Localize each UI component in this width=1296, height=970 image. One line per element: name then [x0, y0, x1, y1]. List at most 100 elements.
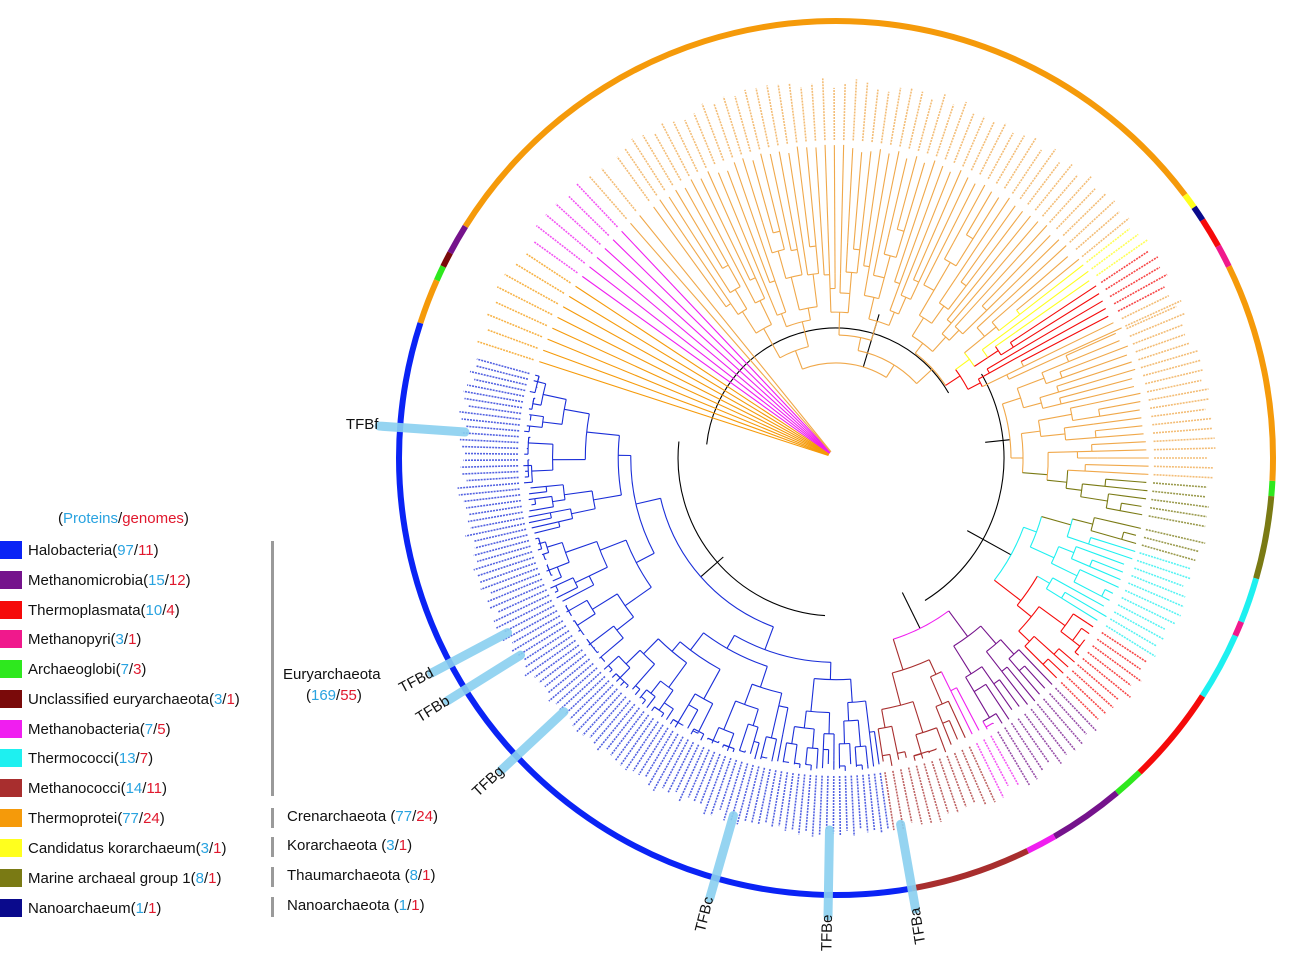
tree-branch	[564, 490, 593, 496]
tree-tip-label	[480, 562, 537, 583]
tree-tip-label	[588, 175, 628, 220]
tree-branch	[1098, 401, 1141, 410]
tree-branch	[735, 700, 759, 710]
tree-tip-label	[568, 195, 610, 237]
tree-branch	[777, 250, 787, 279]
tfb-label: TFBd	[396, 664, 436, 696]
tree-tip-label	[1066, 676, 1107, 715]
tree-branch	[556, 566, 562, 578]
tree-branch	[668, 662, 688, 688]
tree-tip-label	[1034, 163, 1073, 211]
tree-branch	[804, 259, 809, 275]
tree-branch	[589, 566, 608, 577]
outer-ring-segment	[440, 251, 453, 268]
tree-branch	[881, 755, 884, 762]
tfb-label: TFBf	[346, 416, 379, 433]
tree-branch	[803, 710, 807, 729]
tree-tip-label	[970, 121, 995, 171]
tree-branch	[1033, 327, 1122, 369]
tree-tip-label	[523, 630, 570, 661]
tree-branch	[935, 700, 949, 708]
tree-tip-label	[490, 573, 541, 594]
tree-branch	[1104, 479, 1107, 487]
tree-tip-label	[1153, 437, 1215, 443]
tree-branch	[653, 206, 727, 308]
legend-counts: (1/1)	[130, 899, 162, 917]
legend-taxon-name: Unclassified euryarchaeota	[28, 690, 209, 708]
tree-tip-label	[632, 724, 664, 772]
tree-tip-label	[469, 370, 527, 386]
tree-branch	[668, 196, 722, 279]
tree-tip-label	[1055, 188, 1096, 230]
tree-tip-label	[1132, 324, 1183, 345]
tree-branch	[624, 586, 652, 607]
tree-branch	[1060, 613, 1074, 632]
tree-branch	[782, 707, 789, 735]
tfb-label: TFBb	[413, 692, 453, 726]
tree-branch	[584, 413, 590, 460]
tree-branch	[532, 398, 535, 404]
tree-tip-label	[582, 692, 623, 736]
tree-tip-label	[1086, 228, 1131, 263]
tree-branch	[1075, 546, 1103, 557]
tree-branch	[900, 274, 910, 296]
tree-branch	[903, 162, 926, 232]
tree-branch	[722, 264, 729, 269]
tree-branch	[791, 248, 798, 252]
tree-branch	[1104, 485, 1148, 492]
tfb-highlight-bar	[896, 819, 921, 914]
tree-tip-label	[1049, 693, 1087, 735]
tree-tip-label	[953, 113, 975, 164]
tree-branch	[894, 160, 936, 282]
tree-branch	[918, 177, 969, 283]
nanoarchaeota-bracket	[271, 897, 274, 917]
tree-tip-label	[533, 241, 578, 274]
legend-genome-count: 1	[208, 869, 217, 887]
tree-branch	[877, 728, 883, 756]
tree-branch	[783, 760, 789, 763]
phylum-euryarchaeota-counts: (169/55)	[306, 687, 362, 704]
phylum-genomes: 1	[398, 837, 408, 854]
tree-tip-label	[601, 168, 637, 212]
legend-proteins-label: Proteins	[63, 510, 119, 527]
tree-branch	[883, 237, 889, 255]
tree-tip-label	[487, 578, 543, 603]
legend-row: Methanopyri (3/1)	[0, 628, 141, 650]
legend-row: Thermoprotei (77/24)	[0, 807, 165, 829]
tree-branch	[883, 255, 891, 278]
tree-branch	[641, 699, 646, 705]
tree-branch	[550, 585, 556, 589]
tree-tip-label	[1136, 559, 1191, 580]
phylum-crenarchaeota: Crenarchaeota (77/24)	[287, 808, 438, 825]
tree-tip-label	[990, 735, 1020, 786]
tree-tip-label	[461, 418, 520, 426]
tree-branch	[816, 748, 819, 766]
tree-branch	[972, 197, 1000, 240]
tree-branch	[1071, 558, 1090, 567]
tree-tip-label	[1003, 137, 1037, 189]
tree-branch	[550, 508, 571, 514]
tree-branch	[1067, 536, 1089, 545]
tree-branch	[733, 162, 776, 281]
tree-tip-label	[810, 83, 817, 141]
tree-branch	[1081, 593, 1105, 607]
legend-row: Marine archaeal group 1(8/1)	[0, 867, 221, 889]
tree-branch	[1095, 433, 1144, 439]
tree-branch	[889, 283, 901, 311]
tree-branch	[1068, 340, 1120, 363]
tree-tip-label	[730, 763, 749, 821]
tree-branch	[872, 244, 881, 276]
tree-branch	[805, 747, 808, 765]
tree-branch	[1045, 577, 1054, 589]
tree-tip-label	[473, 378, 526, 392]
legend-protein-count: 3	[213, 690, 223, 708]
tree-branch	[1003, 711, 1010, 720]
tree-fan-branch	[547, 338, 829, 456]
tree-branch	[563, 586, 578, 595]
tree-branch	[1121, 531, 1125, 540]
legend-counts: (13/7)	[113, 749, 154, 767]
outer-ring-segment	[462, 18, 1188, 228]
tree-branch	[914, 342, 924, 354]
legend-genome-count: 1	[148, 899, 157, 917]
legend-row: Methanomicrobia (15/12)	[0, 569, 191, 591]
